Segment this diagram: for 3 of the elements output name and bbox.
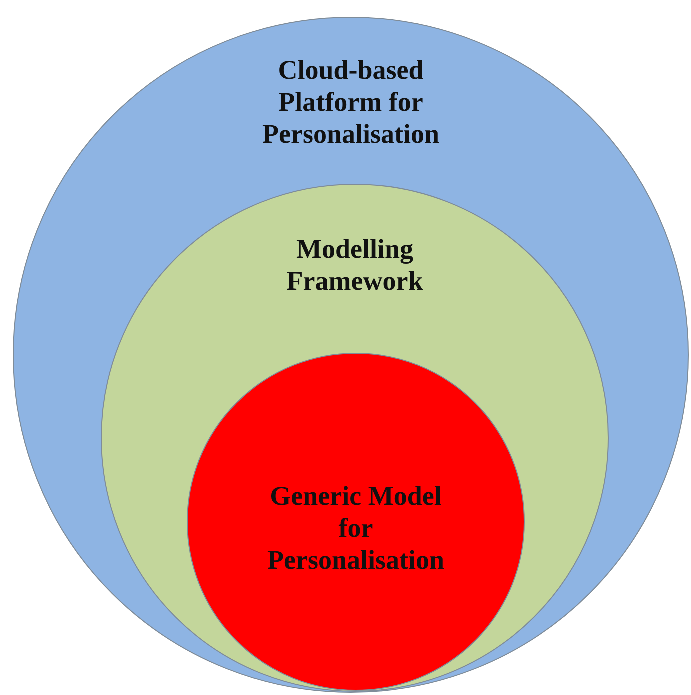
layer-label: Cloud-based Platform for Personalisation <box>261 54 440 150</box>
layer-label: Modelling Framework <box>286 233 424 297</box>
layer-label: Generic Model for Personalisation <box>266 480 446 576</box>
